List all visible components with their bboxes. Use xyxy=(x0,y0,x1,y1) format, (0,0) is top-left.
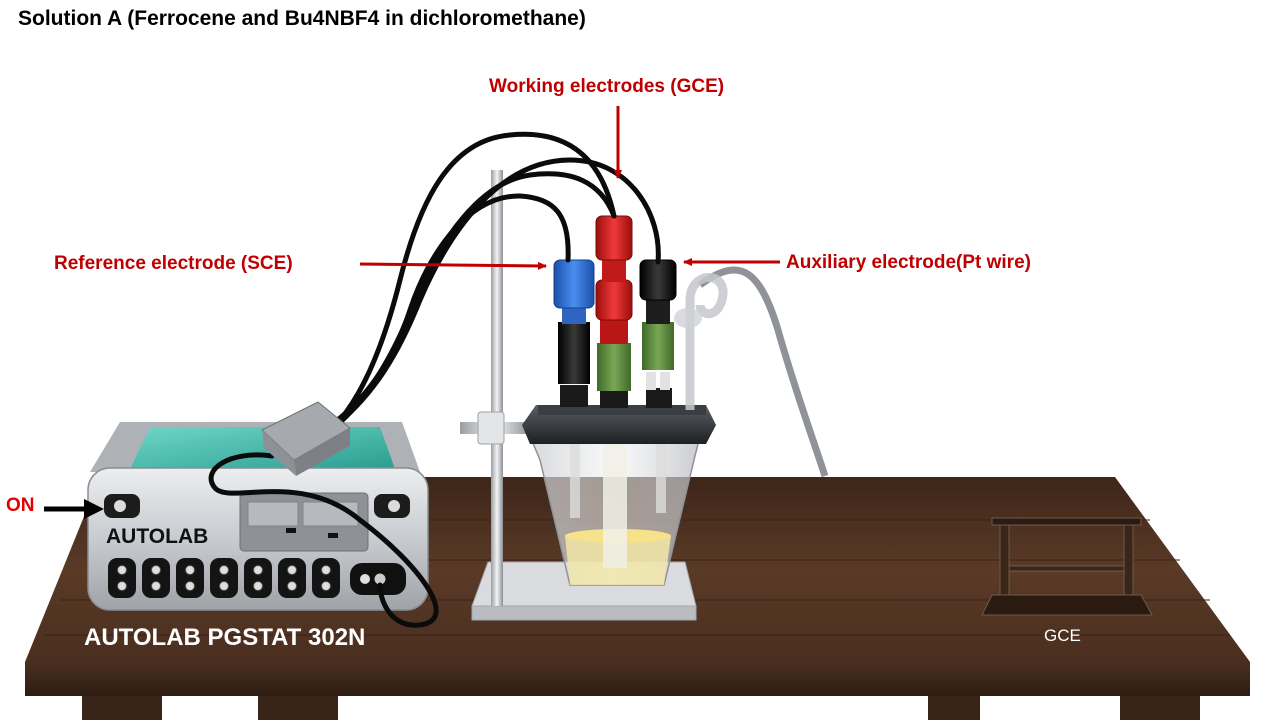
connector-port[interactable] xyxy=(142,558,170,598)
on-label: ON xyxy=(6,495,35,516)
working-electrodes-label: Working electrodes (GCE) xyxy=(489,76,725,97)
gas-line xyxy=(674,266,829,478)
device-display xyxy=(239,492,369,552)
power-switch[interactable] xyxy=(104,494,140,518)
auxiliary-electrode-label: Auxiliary electrode(Pt wire) xyxy=(786,252,1031,273)
electrode-cables xyxy=(208,131,661,628)
reference-electrode xyxy=(553,259,595,407)
working-electrode xyxy=(595,215,633,408)
annotation-arrows xyxy=(44,106,780,519)
diagram-title: Solution A (Ferrocene and Bu4NBF4 in dic… xyxy=(18,7,586,30)
auxiliary-electrode xyxy=(639,259,677,408)
autolab-device xyxy=(87,422,429,611)
gce-holder xyxy=(981,517,1153,616)
connector-port[interactable] xyxy=(244,558,272,598)
connector-port[interactable] xyxy=(210,558,238,598)
cable-connector xyxy=(261,401,351,476)
connector-port[interactable] xyxy=(108,558,136,598)
connector-port[interactable] xyxy=(278,558,306,598)
connector-ports xyxy=(108,558,340,598)
gce-label: GCE xyxy=(1044,626,1081,645)
right-switch[interactable] xyxy=(374,494,410,518)
reference-electrode-label: Reference electrode (SCE) xyxy=(54,253,293,274)
connector-port[interactable] xyxy=(312,558,340,598)
electrochemical-cell xyxy=(522,405,716,586)
connector-port[interactable] xyxy=(176,558,204,598)
device-model-label: AUTOLAB PGSTAT 302N xyxy=(84,624,366,651)
device-name-label: AUTOLAB xyxy=(106,525,209,548)
